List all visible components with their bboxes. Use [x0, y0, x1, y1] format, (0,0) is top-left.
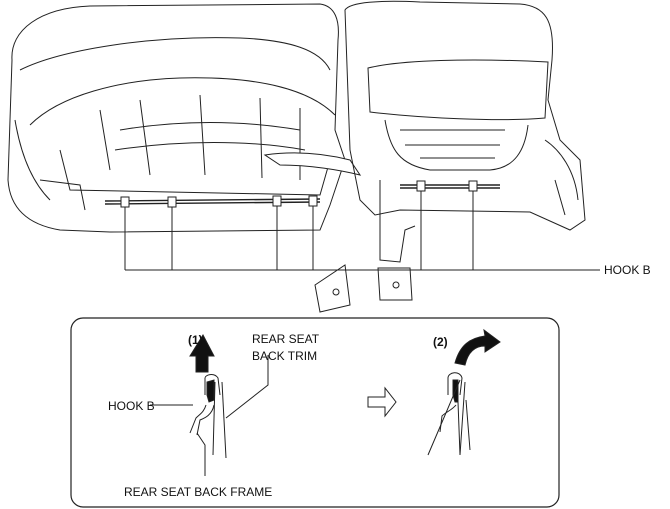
rear-seat-back-trim-line2: BACK TRIM [252, 349, 318, 363]
rear-seat-back-trim-label: REAR SEAT BACK TRIM [252, 332, 319, 363]
hook-markers [120, 180, 478, 208]
rear-seat-back-trim-line1: REAR SEAT [252, 332, 320, 346]
rear-seat-back-frame-label: REAR SEAT BACK FRAME [124, 485, 273, 499]
hook-b-leader-lines [124, 191, 600, 271]
bracket-right [377, 267, 413, 301]
arrow-right-icon [367, 386, 397, 418]
step1-label: (1) [188, 333, 203, 347]
detail-step2-illustration [427, 328, 501, 456]
curved-arrow-icon [454, 328, 501, 366]
step2-label: (2) [433, 335, 448, 349]
frame-bar-left [104, 198, 321, 205]
detail-inset-box [70, 317, 560, 508]
frame-bar-right [400, 184, 500, 189]
arrow-up-icon [189, 333, 215, 373]
hook-b-label: HOOK B [604, 263, 651, 277]
hook-b-detail-label: HOOK B [108, 399, 155, 413]
bracket-left [314, 264, 351, 313]
left-seat-back [7, 3, 362, 233]
right-seat-back [344, 0, 586, 263]
detail-step1-illustration [150, 333, 269, 476]
